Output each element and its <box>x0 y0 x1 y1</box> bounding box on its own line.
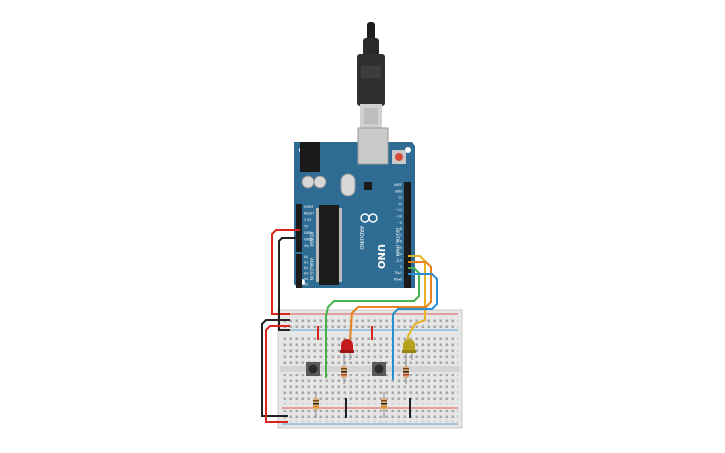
wire-yellow <box>407 255 426 344</box>
resistor-button-2 <box>381 392 387 418</box>
pin-label: A4 <box>304 277 308 281</box>
dc-jack <box>300 142 320 172</box>
pin-label: 5V <box>304 225 309 229</box>
pin-label: TX▸1 <box>393 271 402 275</box>
brand-label: ARDUINO <box>358 226 364 250</box>
pin-label: ~6 <box>397 240 402 244</box>
digital-label: DIGITAL (PWM ~) <box>395 228 400 263</box>
pin-label: 12 <box>398 202 402 206</box>
digital-header <box>404 182 411 288</box>
pin-label: 2 <box>400 265 402 269</box>
wire-black-rail <box>261 319 290 417</box>
wire-orange <box>349 261 432 341</box>
pin-label: A2 <box>304 266 308 270</box>
led-yellow <box>402 339 416 360</box>
pin-label: Vin <box>304 244 309 248</box>
pin-label: IOREF <box>304 205 314 209</box>
led-red <box>340 339 354 360</box>
arduino-logo <box>360 213 378 223</box>
pin-label: ~5 <box>397 246 402 250</box>
pin-label: 4 <box>400 252 402 256</box>
pin-label: A3 <box>304 272 308 276</box>
wire-green <box>325 267 420 378</box>
resistor-led-yellow <box>403 360 409 384</box>
pin-label: A0 <box>304 255 308 259</box>
pin-label: ~10 <box>395 215 402 219</box>
power-header <box>296 204 302 252</box>
pin-label: 3.3V <box>304 218 312 222</box>
pin-label: ~9 <box>397 221 402 225</box>
resistor-led-red <box>341 360 347 384</box>
crystal <box>340 173 356 197</box>
analog-label: ANALOG IN <box>309 258 314 280</box>
wire-black-gnd <box>278 237 300 331</box>
pin-label: ~11 <box>395 208 402 212</box>
power-label: POWER <box>309 232 314 247</box>
wire-red-rail <box>265 325 290 423</box>
pin-label: RESET <box>304 212 314 216</box>
wires <box>261 229 438 423</box>
pin-label: 13 <box>398 196 402 200</box>
usb-cable <box>357 22 385 128</box>
pin-label: A1 <box>304 261 308 265</box>
wire-blue <box>392 273 438 380</box>
pin-label: GND <box>395 189 403 193</box>
breadboard <box>277 309 463 429</box>
pin-label: AREF <box>394 183 402 187</box>
usb-port <box>357 127 389 165</box>
pin-label: GND <box>304 238 312 242</box>
analog-header <box>296 254 302 288</box>
atmega-chip <box>319 205 339 285</box>
pin-label: A5 <box>304 283 308 287</box>
resistor-button-1 <box>313 392 319 418</box>
pin-label: 7 <box>400 233 402 237</box>
pushbutton-2 <box>372 362 386 376</box>
arduino-uno-board: ARDUINO UNO DIGITAL (PWM ~) POWER ANALOG… <box>294 127 415 288</box>
pin-label: GND <box>304 231 312 235</box>
model-label: UNO <box>375 244 386 269</box>
pushbutton-1 <box>306 362 320 376</box>
pin-label: RX◂0 <box>394 278 402 282</box>
pin-label: 8 <box>400 227 402 231</box>
pin-label: ~3 <box>397 259 402 263</box>
